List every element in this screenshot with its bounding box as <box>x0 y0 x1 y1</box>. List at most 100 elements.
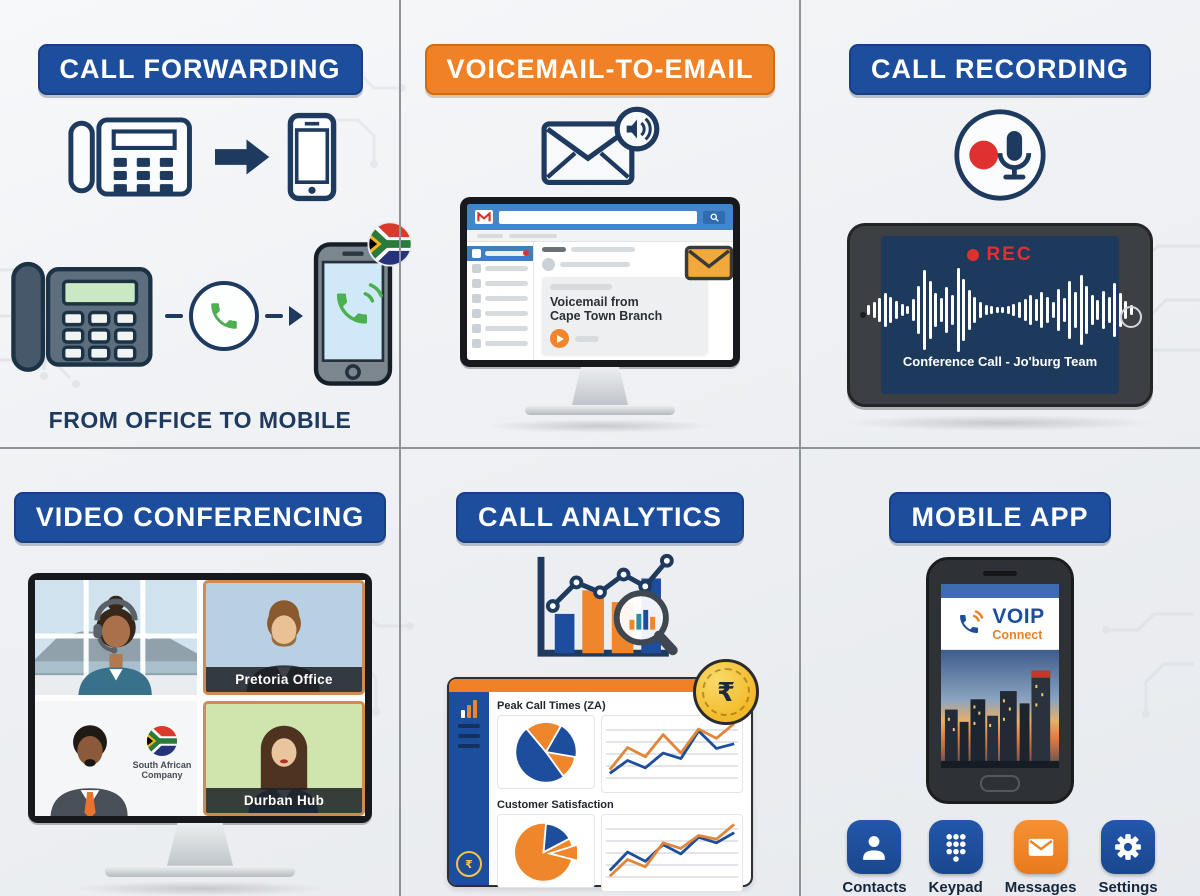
tablet-home-button[interactable] <box>1120 306 1142 328</box>
video-tile-capetown <box>35 580 197 695</box>
south-africa-flag-icon <box>146 725 178 757</box>
email-search-button[interactable] <box>703 210 725 224</box>
mini-bar-chart-icon <box>461 700 477 718</box>
panel-title-call-recording: CALL RECORDING <box>848 44 1151 95</box>
app-icon-keypad[interactable]: Keypad <box>929 820 983 896</box>
flow-line <box>165 314 183 318</box>
panel-mobile-app: MOBILE APP VOIP Connect <box>800 448 1200 896</box>
sidebar-menu-item[interactable] <box>458 724 480 728</box>
email-reading-pane: Voicemail from Cape Town Branch <box>534 242 733 360</box>
record-microphone-icon <box>954 109 1046 201</box>
pie-chart-satisfaction <box>497 814 595 888</box>
video-grid: Pretoria Office <box>35 580 365 816</box>
recording-tablet: REC Conference Call - Jo'burg Team <box>847 223 1153 407</box>
arrow-right-icon <box>215 139 270 175</box>
line-chart-satisfaction <box>601 814 743 892</box>
voicemail-notification-card: Voicemail from Cape Town Branch <box>542 277 708 355</box>
rec-indicator: REC <box>967 244 1032 266</box>
keypad-icon[interactable] <box>928 820 983 874</box>
play-button[interactable] <box>550 329 569 348</box>
video-tile-label-durban: Durban Hub <box>206 788 362 813</box>
pie-chart-peak-times <box>497 715 595 789</box>
voicemail-text: Voicemail from Cape Town Branch <box>550 295 663 323</box>
company-branding: South African Company <box>131 725 193 780</box>
contacts-icon[interactable] <box>847 820 902 874</box>
panel-title-voicemail: VOICEMAIL-TO-EMAIL <box>424 44 776 95</box>
section-label-peak-times: Peak Call Times (ZA) <box>497 700 606 712</box>
sidebar-menu-item[interactable] <box>458 744 480 748</box>
office-phone-icon <box>11 261 153 372</box>
email-list-item-selected[interactable] <box>467 246 533 261</box>
recording-caption: Conference Call - Jo'burg Team <box>902 354 1098 369</box>
app-icon-messages[interactable]: Messages <box>1005 820 1076 896</box>
participant-woman-headset <box>78 595 152 695</box>
email-list-item[interactable] <box>467 291 533 306</box>
new-email-badge-icon <box>683 244 733 287</box>
recording-screen: REC Conference Call - Jo'burg Team <box>867 236 1133 394</box>
phone-home-button[interactable] <box>980 775 1020 792</box>
panel-call-forwarding: CALL FORWARDING <box>0 0 413 448</box>
participant-man-tie <box>50 724 128 816</box>
email-topbar <box>467 204 733 230</box>
email-client-screen: Voicemail from Cape Town Branch <box>467 204 733 360</box>
messages-icon[interactable] <box>1013 820 1068 874</box>
flow-arrowhead <box>289 306 303 326</box>
circuit-pattern <box>1102 612 1194 718</box>
email-list-sidebar <box>467 242 534 360</box>
monitor-shadow <box>70 881 330 896</box>
app-name: VOIP <box>992 604 1045 628</box>
panel-call-analytics: CALL ANALYTICS ₹ ₹ <box>400 448 800 896</box>
panel-title-video-conferencing: VIDEO CONFERENCING <box>13 492 387 543</box>
company-name: South African Company <box>132 760 192 780</box>
video-call-monitor: Pretoria Office <box>28 573 372 823</box>
app-icon-settings[interactable]: Settings <box>1098 820 1158 896</box>
email-monitor: Voicemail from Cape Town Branch <box>460 197 740 367</box>
panel-voicemail-to-email: VOICEMAIL-TO-EMAIL <box>400 0 800 448</box>
sender-avatar <box>542 258 555 271</box>
forwarding-color-diagram <box>3 220 413 394</box>
smartphone-mockup: VOIP Connect <box>926 557 1074 804</box>
email-list-item[interactable] <box>467 306 533 321</box>
app-screen: VOIP Connect <box>941 584 1059 768</box>
email-list-item[interactable] <box>467 261 533 276</box>
app-icon-contacts[interactable]: Contacts <box>842 820 907 896</box>
app-icon-row: Contacts Keypad Messages <box>842 820 1158 896</box>
email-list-item[interactable] <box>467 276 533 291</box>
tablet-shadow <box>845 415 1155 431</box>
settings-gear-icon[interactable] <box>1101 820 1156 874</box>
currency-coin-icon: ₹ <box>693 659 759 725</box>
call-transfer-icon <box>189 281 259 351</box>
email-list-item[interactable] <box>467 321 533 336</box>
monitor-shadow <box>485 419 715 433</box>
video-tile-label-pretoria: Pretoria Office <box>206 667 362 692</box>
email-search-input[interactable] <box>499 210 697 224</box>
app-logo-band: VOIP Connect <box>941 597 1059 650</box>
forwarding-caption: FROM OFFICE TO MOBILE <box>48 407 352 433</box>
dashboard-header-bar <box>449 679 751 692</box>
section-label-satisfaction: Customer Satisfaction <box>497 799 614 811</box>
email-toolbar <box>467 230 733 242</box>
mobile-phone-icon <box>309 220 413 394</box>
video-tile-pretoria: Pretoria Office <box>203 580 365 695</box>
app-subname: Connect <box>992 627 1043 642</box>
panel-title-call-forwarding: CALL FORWARDING <box>37 44 363 95</box>
voicemail-envelope-icon <box>541 106 660 185</box>
audio-waveform <box>866 268 1135 352</box>
video-tile-company: South African Company <box>35 701 197 816</box>
currency-badge-icon: ₹ <box>456 851 482 877</box>
monitor-base <box>525 405 675 415</box>
panel-call-recording: CALL RECORDING REC Conference Call - Jo'… <box>800 0 1200 448</box>
monitor-stand <box>572 367 628 405</box>
forwarding-outline-diagram <box>61 107 339 207</box>
flow-line <box>265 314 283 318</box>
email-list-item[interactable] <box>467 336 533 351</box>
sidebar-menu-item[interactable] <box>458 734 480 738</box>
smartphone-outline-icon <box>287 112 337 202</box>
record-dot-icon <box>967 249 980 261</box>
voip-handset-icon <box>960 610 984 634</box>
phone-speaker <box>983 571 1017 576</box>
dashboard-sidebar: ₹ <box>449 692 489 885</box>
monitor-base <box>105 865 295 878</box>
mail-logo-icon <box>475 210 493 224</box>
grid-divider-horizontal <box>0 447 1200 449</box>
